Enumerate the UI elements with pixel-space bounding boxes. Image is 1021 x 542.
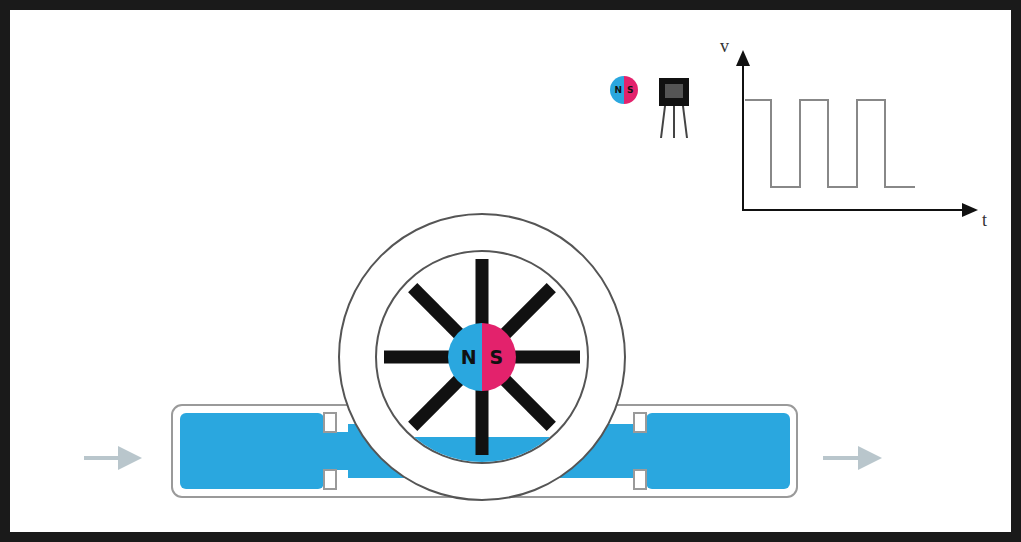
blade [413, 378, 461, 426]
blade [413, 288, 461, 336]
blade [512, 351, 580, 364]
impeller-housing [339, 214, 625, 500]
impeller-blades [384, 259, 580, 455]
pole-label: N [615, 85, 623, 95]
pole-label: S [490, 346, 504, 368]
magnet-icon: NS [610, 76, 638, 104]
pole-label: S [627, 85, 633, 95]
blade [503, 288, 551, 336]
blade [384, 351, 452, 364]
signal-graph [736, 50, 978, 217]
axis-label: v [720, 36, 729, 57]
axis-label: t [982, 210, 987, 231]
blade [503, 378, 551, 426]
pole-label: N [461, 346, 477, 368]
hall-sensor [659, 78, 689, 138]
blade [476, 259, 489, 327]
blade [476, 387, 489, 455]
magnet-rotor: NS [448, 323, 516, 391]
frame [5, 5, 1016, 537]
